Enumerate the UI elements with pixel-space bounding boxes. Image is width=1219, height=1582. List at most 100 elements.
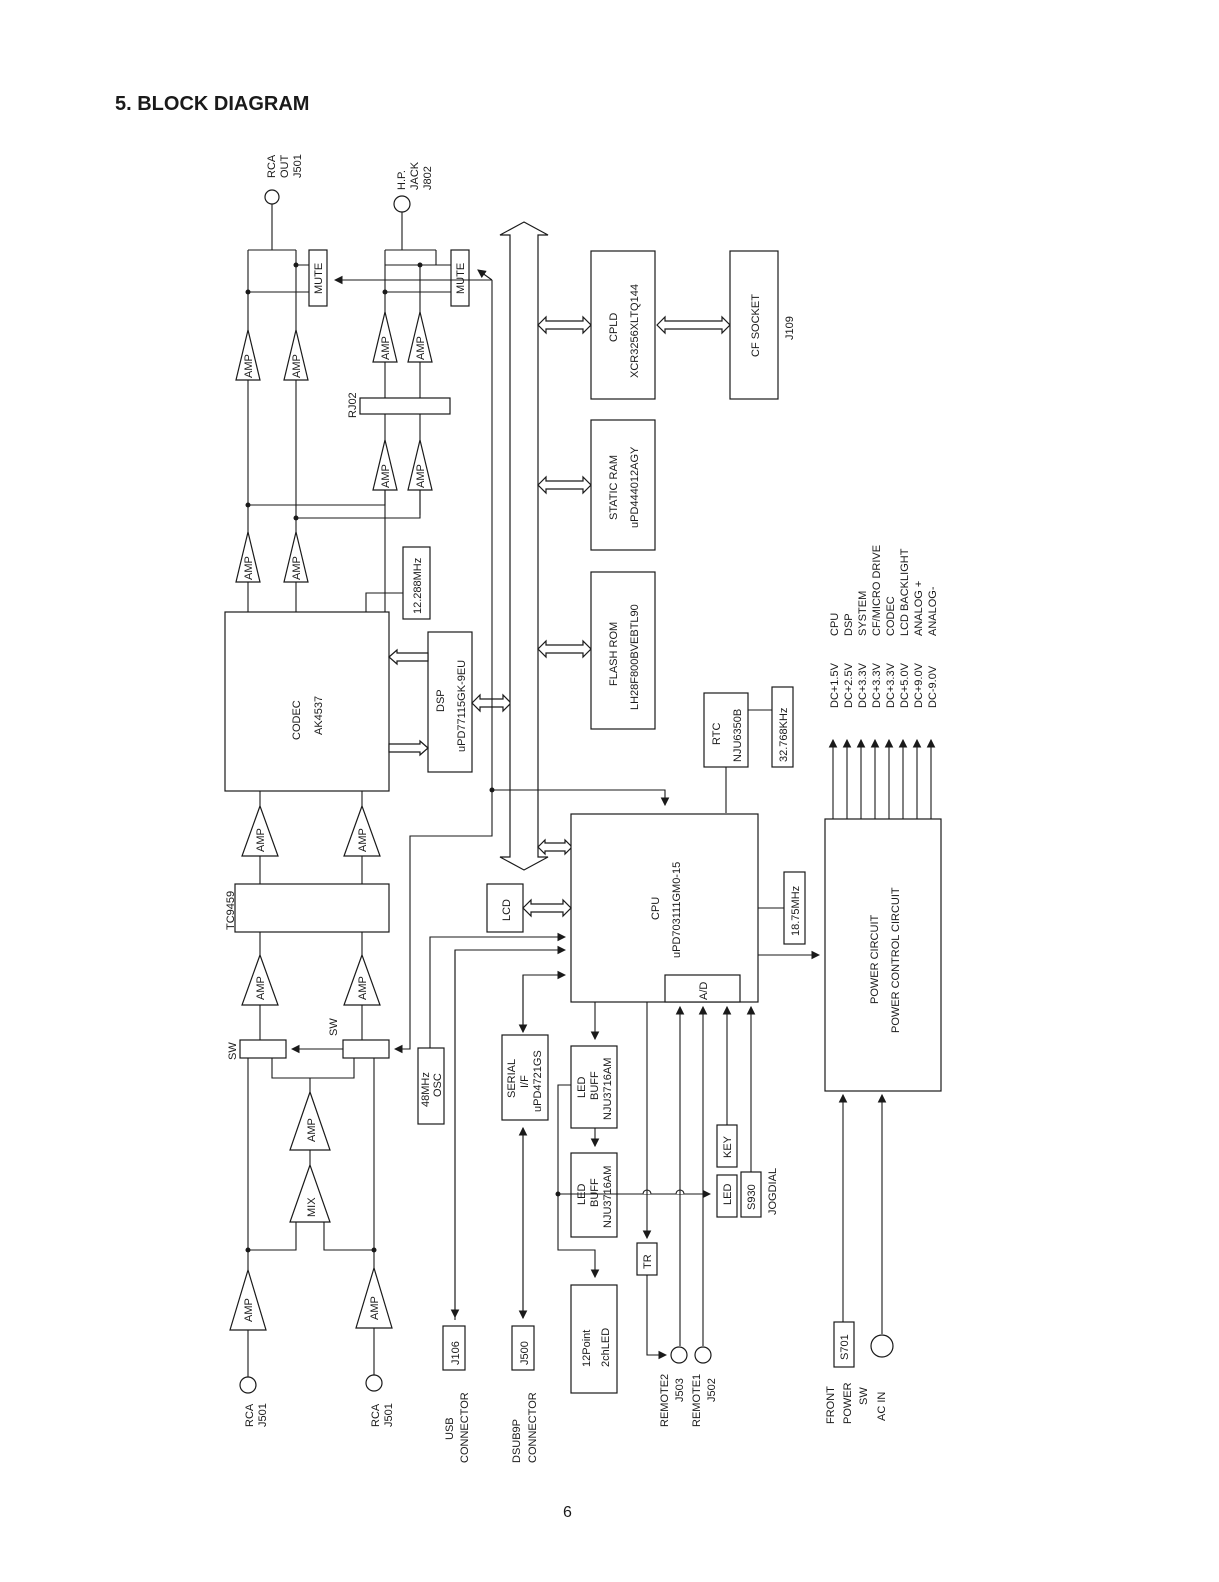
serial-label-3: uPD4721GS [532,1050,544,1112]
led-buff-block-2[interactable]: LED BUFF NJU3716AM [570,1152,618,1238]
cpld-label-1: CPLD [608,313,620,342]
flash-rom-block[interactable]: FLASH ROM LH28F800BVEBTL90 [590,571,656,730]
mute-block-rca: MUTE [308,249,328,307]
cpu-label-1: CPU [650,897,662,920]
static-ram-block[interactable]: STATIC RAM uPD444012AGY [590,419,656,551]
sw-label-1: SW [227,1042,239,1060]
tc9459-label: TC9459 [225,891,237,930]
rca-in-1-label-1: RCA [244,1403,256,1427]
rtc-label-1: RTC [711,723,723,745]
serial-label-1: SERIAL [506,1059,518,1098]
cf-socket-label-2: J109 [784,316,796,340]
hp-jack-label-1: H.P. [396,170,408,190]
s701-block[interactable]: S701 [833,1321,855,1368]
amp-in-4: AMP [343,953,381,1006]
amp-label: AMP [243,1298,255,1322]
rail-target-8: ANALOG- [927,586,939,636]
rj02-block: RJ02 [347,392,451,418]
cpld-block[interactable]: CPLD XCR3256XLTQ144 [590,250,656,400]
j106-block: J106 [442,1325,466,1371]
s930-label: S930 [746,1184,758,1210]
amp-hp-4: AMP [407,439,433,491]
led-buff-1-label-2: BUFF [589,1071,601,1100]
amp-out-2: AMP [283,329,309,381]
led-indicator-label: LED [722,1184,734,1205]
osc-48-label-2: OSC [432,1073,444,1097]
rail-target-1: CPU [829,613,841,636]
ac-in-label: AC IN [876,1392,888,1421]
codec-label-1: CODEC [291,700,303,740]
system-bus [499,221,549,871]
amp-codec-2: AMP [283,531,309,583]
led-buff-block-1[interactable]: LED BUFF NJU3716AM [570,1045,618,1129]
sw-label-2: SW [328,1018,340,1036]
lcd-block[interactable]: LCD [486,883,524,933]
amp-label: AMP [243,556,255,580]
flash-rom-label-1: FLASH ROM [608,622,620,686]
amp-label: AMP [291,556,303,580]
rail-target-3: SYSTEM [857,591,869,636]
crystal-18mhz-label: 18.75MHz [790,886,802,936]
dsp-block[interactable]: DSP uPD77115GK-9EU [427,631,473,773]
dsub-label-2: CONNECTOR [527,1392,539,1463]
rca-in-jack-2[interactable]: RCA J501 [365,1374,395,1427]
usb-label-2: CONNECTOR [459,1392,471,1463]
remote1-jack[interactable]: REMOTE1 J502 [691,1346,718,1427]
static-ram-label-1: STATIC RAM [608,455,620,520]
serial-label-2: I/F [519,1075,531,1088]
rail-voltage-8: DC-9.0V [927,665,939,708]
key-label: KEY [722,1135,734,1158]
static-ram-label-2: uPD444012AGY [629,446,641,528]
power-circuit-block[interactable]: POWER CIRCUIT POWER CONTROL CIRCUIT [824,818,942,1092]
front-power-sw-label: FRONT POWER SW [825,1382,870,1424]
amp-label: AMP [415,336,427,360]
amp-label: AMP [243,354,255,378]
ad-block: A/D [664,974,741,1003]
rail-target-5: CODEC [885,596,897,636]
rca-in-jack-1[interactable]: RCA J501 [239,1376,269,1427]
power-rail-arrows [828,738,936,819]
amp-label: AMP [255,828,267,852]
power-rail-list: DC+1.5V DC+2.5V DC+3.3V DC+3.3V DC+3.3V … [829,545,939,708]
mute-label-rca: MUTE [313,263,325,294]
rca-out-jack[interactable]: RCA OUT J501 [264,154,304,205]
rca-out-label-1: RCA [266,154,278,178]
rail-voltage-7: DC+9.0V [913,662,925,708]
amp-in-3: AMP [241,953,279,1006]
mute-block-hp: MUTE [450,249,470,307]
led-12point-block[interactable]: 12Point 2chLED [570,1284,618,1394]
remote2-label-2: J503 [674,1378,686,1402]
cpld-label-2: XCR3256XLTQ144 [629,284,641,378]
front-power-label-1: FRONT [825,1386,837,1424]
usb-connector[interactable]: USB CONNECTOR [444,1392,471,1463]
s930-block[interactable]: S930 [740,1171,762,1218]
cf-socket-block[interactable]: CF SOCKET J109 [729,250,796,400]
key-block[interactable]: KEY [716,1124,738,1168]
rtc-block[interactable]: RTC NJU6350B [703,692,749,768]
amp-codec-1: AMP [235,531,261,583]
cpu-block[interactable]: CPU uPD703111GM0-15 [570,813,759,1003]
jogdial-label: JOGDIAL [767,1168,779,1215]
amp-label: AMP [415,464,427,488]
remote2-jack[interactable]: REMOTE2 J503 [659,1346,688,1427]
amp-label: AMP [380,336,392,360]
amp-label: AMP [306,1118,318,1142]
power-label-2: POWER CONTROL CIRCUIT [890,887,902,1033]
ac-in-jack[interactable]: AC IN [870,1334,894,1421]
rj02-label: RJ02 [347,392,359,418]
rca-out-label-3: J501 [292,154,304,178]
dsub-label-1: DSUB9P [511,1419,523,1463]
j106-label: J106 [450,1341,462,1365]
amp-hp-2: AMP [407,311,433,363]
j500-label: J500 [519,1341,531,1365]
hp-jack[interactable]: H.P. JACK J802 [393,161,434,213]
front-power-label-2: POWER [842,1382,854,1424]
dsp-label-2: uPD77115GK-9EU [456,660,468,752]
serial-if-block[interactable]: SERIAL I/F uPD4721GS [501,1034,549,1121]
codec-block[interactable]: CODEC AK4537 [224,611,390,792]
dsub-connector[interactable]: DSUB9P CONNECTOR [511,1392,539,1463]
amp-rca-in-1: AMP [229,1267,267,1331]
crystal-18mhz: 18.75MHz [783,871,806,945]
hp-jack-label-3: J802 [422,166,434,190]
remote1-label-2: J502 [706,1378,718,1402]
